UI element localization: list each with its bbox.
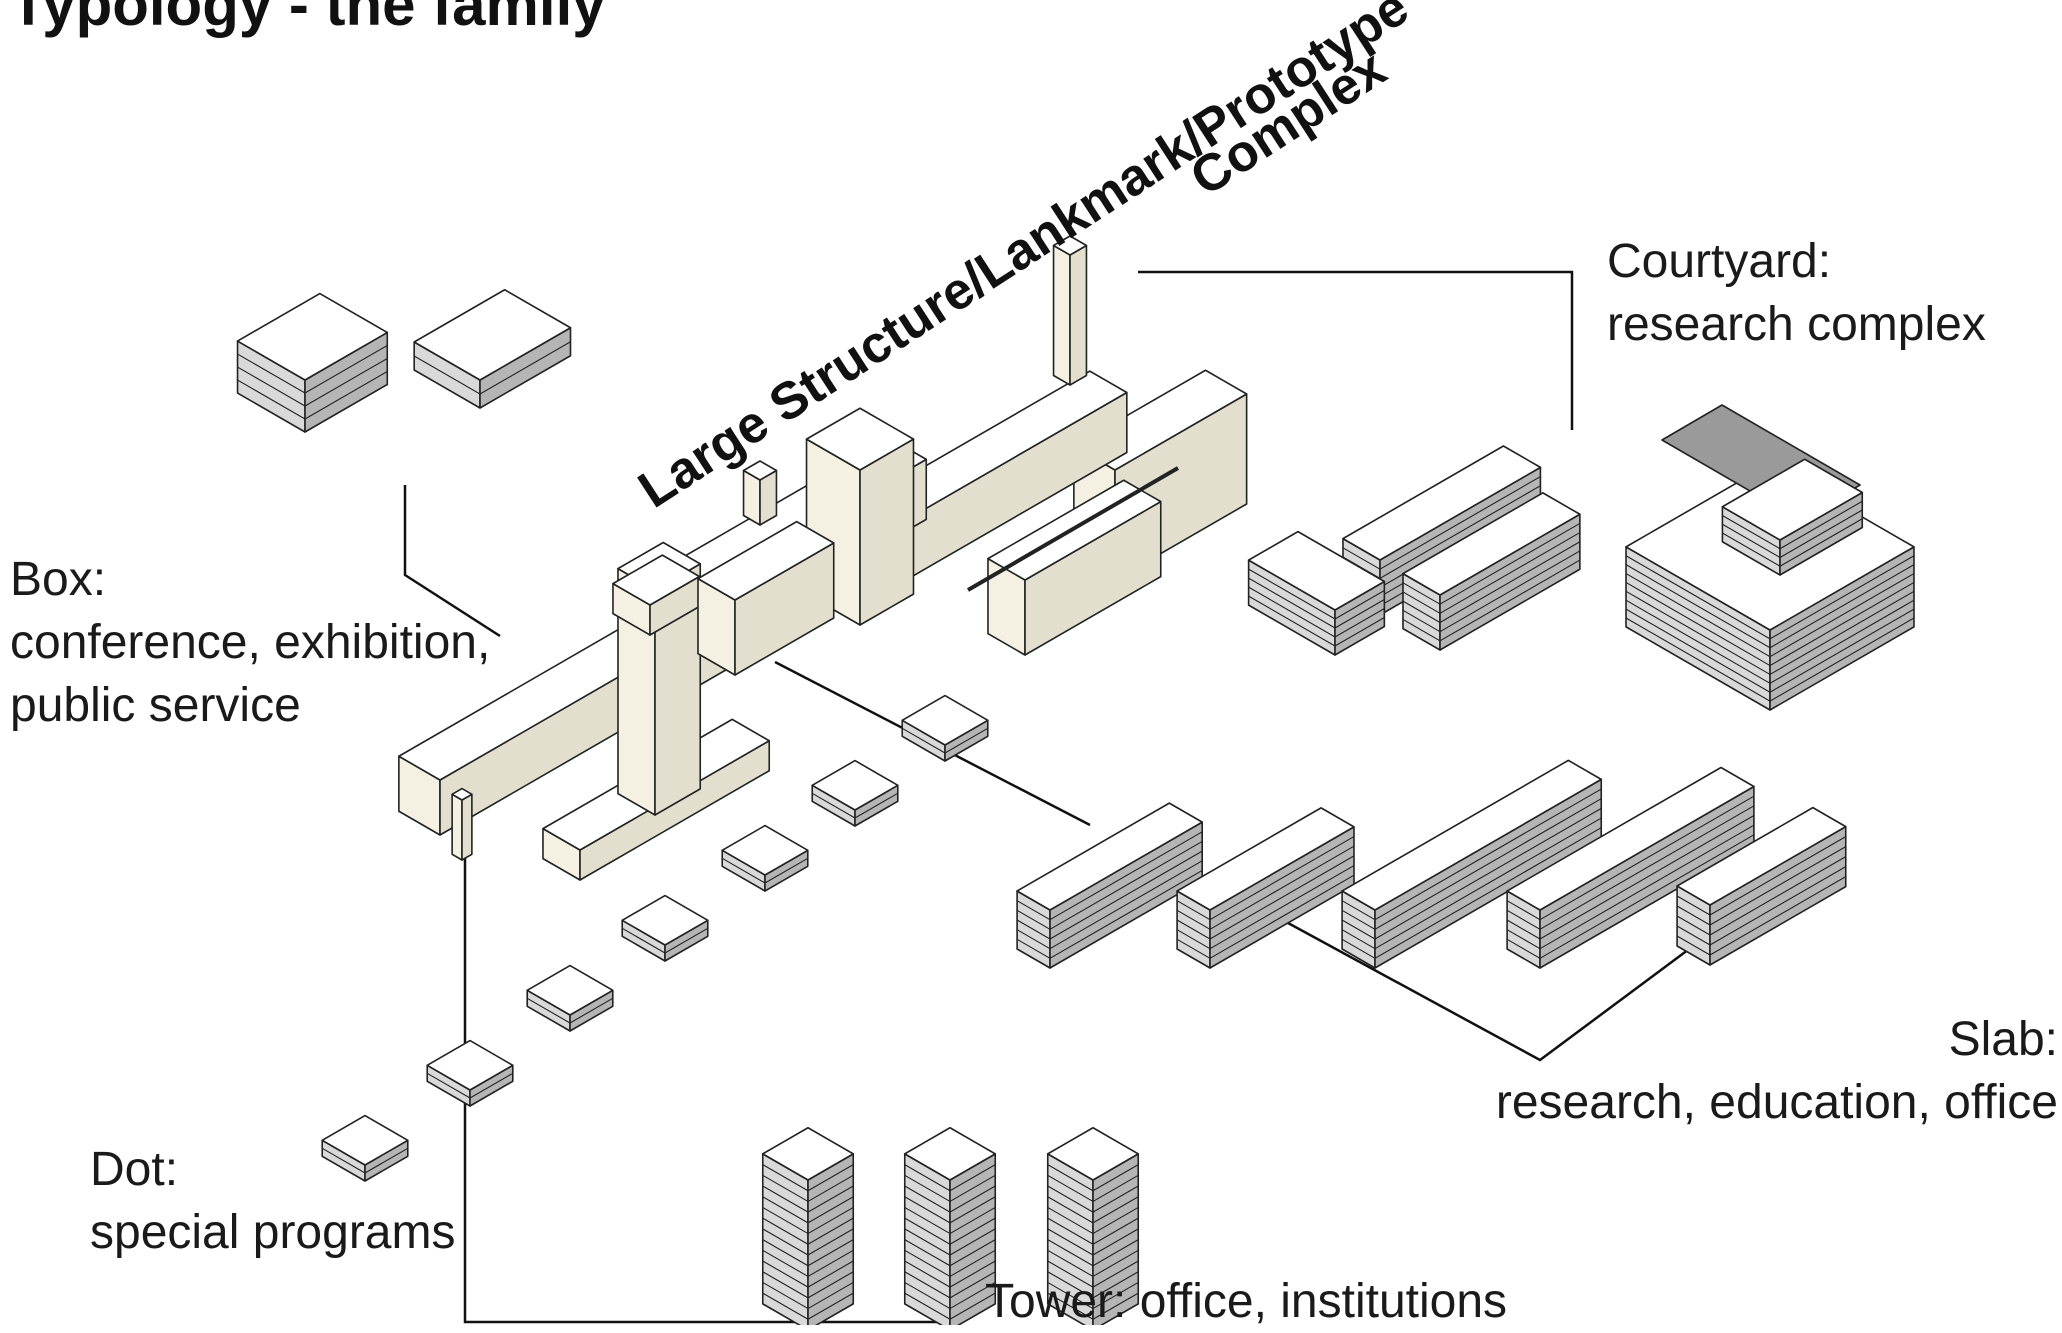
box-block-2-top-face	[413, 288, 572, 381]
complex-leg-left-face	[451, 793, 463, 861]
slab-3	[1341, 759, 1603, 969]
complex-mast-left-face	[1052, 244, 1071, 386]
dot-block-7	[901, 694, 989, 762]
tower-2-top-face	[903, 1126, 997, 1181]
complex-leg	[451, 787, 473, 861]
tower-2	[903, 1126, 997, 1325]
slab-5	[1676, 806, 1847, 966]
dot-block-4	[621, 894, 709, 962]
complex-leg-top-face	[451, 787, 473, 801]
complex-core-tower	[805, 407, 915, 626]
complex-core-tower-top-face	[805, 407, 915, 471]
tower-heading: Tower: office, institutions	[985, 1275, 1508, 1328]
courtyard-link-top-face	[1247, 530, 1386, 611]
dot-block-5-top-face	[721, 824, 809, 876]
slab-leader-lower	[1254, 903, 1713, 1062]
box-desc-1: conference, exhibition,	[10, 616, 491, 669]
complex-pier-cap-top-face	[612, 554, 701, 606]
slab-1-top-face	[1016, 802, 1204, 911]
courtyard-inner-top-face	[1721, 458, 1864, 541]
complex-mid-block	[697, 520, 835, 676]
tower-3-top-face	[1046, 1126, 1140, 1181]
dot-block-7-top-face	[901, 694, 989, 746]
slab-label: Slab: research, education, office	[1496, 1008, 2058, 1134]
complex-mini-mast	[742, 460, 778, 526]
complex-mast-top-face	[1052, 235, 1088, 256]
box-block-1-top-face	[236, 292, 389, 381]
dot-desc: special programs	[90, 1206, 456, 1259]
dot-block-4-top-face	[621, 894, 709, 946]
complex-mini-mast-top-face	[742, 460, 778, 481]
dot-block-5	[721, 824, 809, 892]
slab-5-top-face	[1676, 806, 1847, 906]
courtyard-bar-front-top-face	[1402, 492, 1581, 596]
dot-block-3-top-face	[526, 964, 614, 1016]
box-block-1	[236, 292, 389, 433]
tower-label: Tower: office, institutions	[985, 1270, 1507, 1333]
dot-block-2	[426, 1039, 514, 1107]
dot-block-6-top-face	[811, 759, 899, 811]
courtyard-bar-back-top-face	[1342, 445, 1542, 561]
courtyard-leader	[1138, 270, 1574, 430]
complex-mid-block-top-face	[697, 520, 835, 601]
courtyard-inner	[1721, 458, 1864, 576]
box-block-2	[413, 288, 572, 409]
courtyard-label: Courtyard: research complex	[1607, 230, 1986, 356]
complex-u-base-shadow	[966, 466, 1180, 592]
slab-2-top-face	[1176, 807, 1355, 911]
box-desc-2: public service	[10, 679, 301, 732]
dot-block-2-top-face	[426, 1039, 514, 1091]
box-leader	[403, 485, 501, 638]
dot-block-1-top-face	[321, 1114, 409, 1166]
tower-1	[761, 1126, 855, 1325]
diagram-title: Typology - the family	[10, 0, 606, 38]
dot-block-1	[321, 1114, 409, 1182]
dot-heading: Dot:	[90, 1143, 179, 1196]
slab-heading: Slab:	[1948, 1013, 2058, 1066]
tower-3	[1046, 1126, 1140, 1325]
slab-2	[1176, 807, 1355, 969]
tower-1-top-face	[761, 1126, 855, 1181]
courtyard-heading: Courtyard:	[1607, 235, 1832, 288]
slab-3-top-face	[1341, 759, 1603, 911]
box-label: Box: conference, exhibition, public serv…	[10, 548, 490, 737]
courtyard-bar-front	[1402, 492, 1581, 651]
building-blocks	[236, 235, 1915, 1325]
complex-core-tower-right-face	[859, 438, 915, 626]
slab-4-top-face	[1506, 766, 1755, 911]
slab-1	[1016, 802, 1204, 969]
complex-leg-right-face	[461, 793, 473, 861]
complex-mast-right-face	[1069, 244, 1088, 386]
box-heading: Box:	[10, 553, 107, 606]
dot-block-3	[526, 964, 614, 1032]
dot-block-6	[811, 759, 899, 827]
slab-desc: research, education, office	[1495, 1076, 2058, 1129]
courtyard-link	[1247, 530, 1386, 656]
dot-label: Dot: special programs	[90, 1138, 455, 1264]
courtyard-desc: research complex	[1607, 298, 1986, 351]
complex-mast	[1052, 235, 1088, 386]
